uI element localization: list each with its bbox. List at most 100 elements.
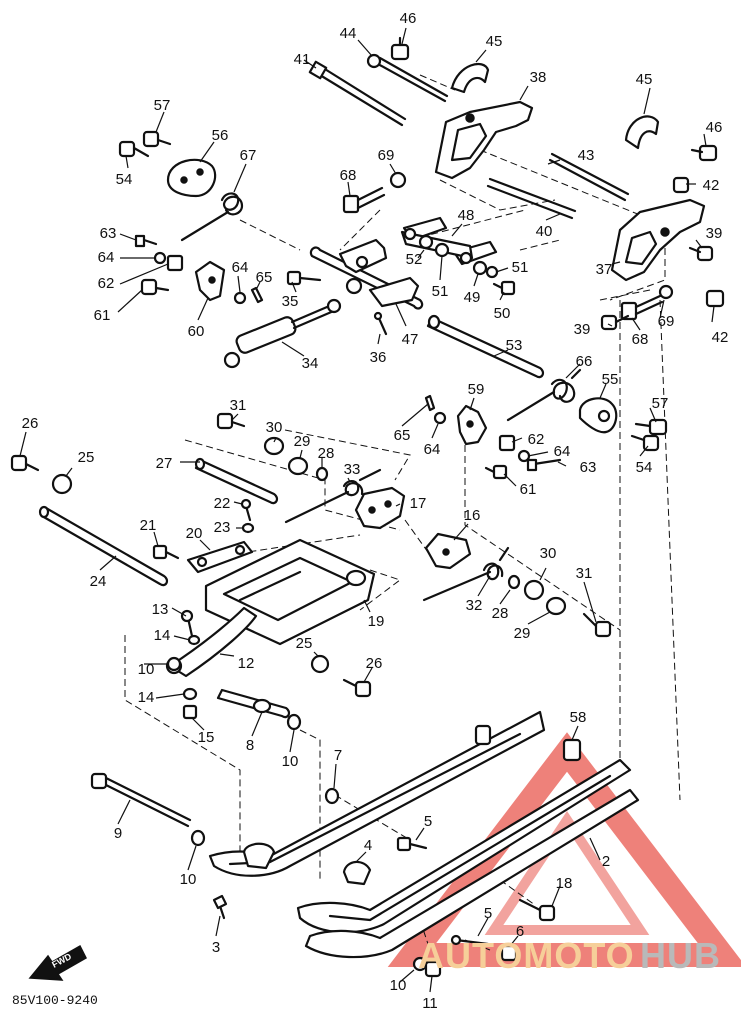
callout-3: 3	[212, 939, 220, 956]
bolt-63a	[134, 234, 158, 248]
spring-66	[506, 368, 582, 422]
callout-24: 24	[90, 573, 107, 590]
callout-46b: 46	[706, 119, 723, 136]
callout-58: 58	[570, 709, 587, 726]
callout-54b: 54	[636, 459, 653, 476]
watermark-text: AUTOMOTO HUB	[418, 935, 720, 976]
rail-2	[296, 738, 640, 959]
watermark-part1: AUTOMOTO	[418, 935, 635, 976]
callout-61b: 61	[520, 481, 537, 498]
callout-61a: 61	[94, 307, 111, 324]
callout-45b: 45	[636, 71, 653, 88]
handle-45a	[450, 62, 490, 94]
washer-10a	[166, 656, 182, 672]
callout-47: 47	[402, 331, 419, 348]
callout-31b: 31	[576, 565, 593, 582]
bolt-68b	[620, 294, 664, 321]
callout-43: 43	[578, 147, 595, 164]
callout-14a: 14	[154, 627, 171, 644]
bracket-17	[354, 486, 406, 530]
callout-11: 11	[422, 995, 438, 1012]
washer-10b	[286, 713, 302, 731]
leader-lines	[19, 27, 715, 993]
callout-39a: 39	[706, 225, 723, 242]
bracket-60	[194, 260, 226, 302]
callout-21: 21	[140, 517, 157, 534]
callout-29a: 29	[294, 433, 311, 450]
callout-10a: 10	[138, 661, 155, 678]
callout-50: 50	[494, 305, 511, 322]
callout-57b: 57	[652, 395, 669, 412]
callout-27: 27	[156, 455, 173, 472]
handle-45b	[624, 115, 660, 150]
callout-63a: 63	[100, 225, 117, 242]
callout-45a: 45	[486, 33, 503, 50]
bracket-20	[186, 540, 254, 574]
nut-46	[390, 36, 410, 61]
callout-56: 56	[212, 127, 229, 144]
plate-55	[578, 397, 618, 434]
washer-28b	[507, 574, 521, 590]
bolt-31a	[216, 412, 246, 430]
bolt-5	[396, 836, 428, 852]
nut-6	[500, 944, 518, 962]
nut-42a	[672, 176, 690, 194]
crossshaft-47	[309, 238, 424, 310]
nut-51a	[434, 242, 450, 258]
callout-17: 17	[410, 495, 427, 512]
callout-28a: 28	[318, 445, 335, 462]
bolt-13	[180, 609, 194, 638]
callout-60: 60	[188, 323, 205, 340]
callout-36: 36	[370, 349, 387, 366]
washer-69a	[389, 171, 407, 189]
bolt-57a	[142, 130, 172, 148]
callout-57a: 57	[154, 97, 171, 114]
bracket-38	[434, 100, 534, 180]
callout-48: 48	[458, 207, 475, 224]
shock-34	[223, 298, 342, 369]
nut-51b	[485, 265, 499, 279]
pin-36	[373, 311, 388, 336]
nut-54b	[630, 434, 660, 452]
callout-54a: 54	[116, 171, 133, 188]
callout-42a: 42	[703, 177, 720, 194]
callout-30b: 30	[540, 545, 557, 562]
callout-59: 59	[468, 381, 485, 398]
bolt-5b	[450, 934, 490, 946]
callout-69b: 69	[658, 313, 675, 330]
callout-7: 7	[334, 747, 342, 764]
nut-15	[182, 704, 198, 720]
callout-39b: 39	[574, 321, 591, 338]
bolt-35	[286, 270, 322, 286]
callout-49: 49	[464, 289, 481, 306]
callout-12: 12	[238, 655, 255, 672]
washer-10c	[190, 829, 206, 847]
callout-35: 35	[282, 293, 299, 310]
washer-64c	[433, 411, 447, 425]
callout-64d: 64	[554, 443, 571, 460]
slider-4b	[342, 860, 372, 886]
plate-56	[166, 158, 217, 198]
collar-7	[324, 787, 340, 805]
callout-8: 8	[246, 737, 254, 754]
callout-26a: 26	[22, 415, 39, 432]
callout-22: 22	[214, 495, 231, 512]
callout-labels: 41 44 46 45 38 43 40 45 46 42 39 42 37 6…	[22, 10, 729, 1012]
callout-51a: 51	[432, 283, 449, 300]
bolt-57b	[634, 418, 668, 436]
callout-19: 19	[368, 613, 385, 630]
callout-68a: 68	[340, 167, 357, 184]
nut-54a	[118, 140, 150, 158]
bolt-39b	[600, 314, 630, 331]
callout-37: 37	[596, 261, 613, 278]
bolt-68a	[342, 186, 386, 214]
bolt-18	[518, 898, 556, 922]
bolt-50	[492, 280, 516, 296]
bolt-31b	[582, 612, 612, 638]
callout-65b: 65	[394, 427, 411, 444]
spring-32	[422, 546, 510, 602]
washer-64b	[233, 291, 247, 305]
callout-5b: 5	[484, 905, 492, 922]
callout-69a: 69	[378, 147, 395, 164]
